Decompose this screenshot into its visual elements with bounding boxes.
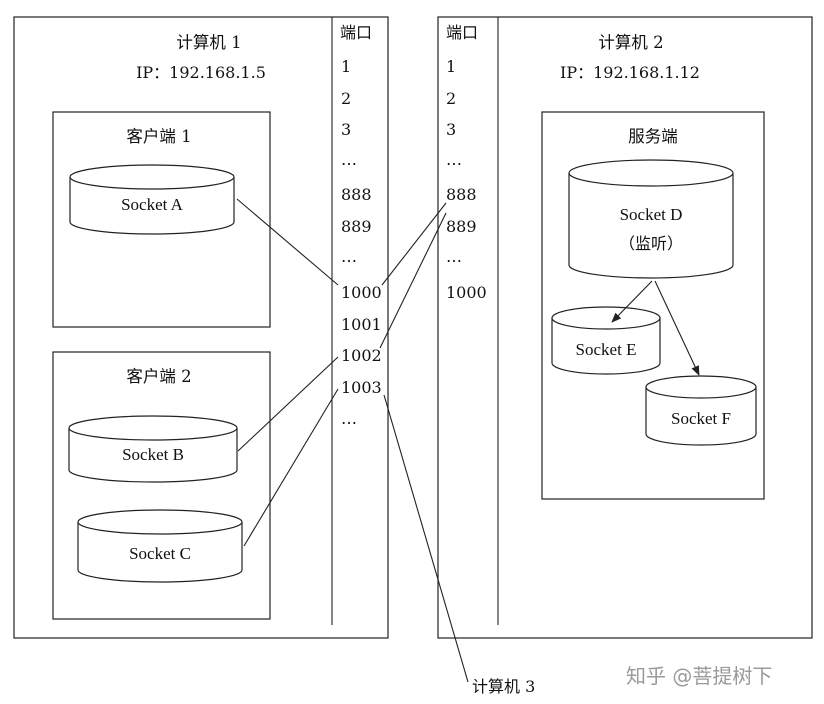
server-title: 服务端 xyxy=(628,127,678,146)
server-box: 服务端 Socket D （监听） Socket E Socket F xyxy=(541,111,765,500)
socket-d-note: （监听） xyxy=(619,234,683,253)
link-socket-b-to-port-1002 xyxy=(237,356,339,452)
computer-2-ports-header: 端口 xyxy=(446,23,478,42)
arrow-d-to-f xyxy=(654,280,700,376)
socket-a-label: Socket A xyxy=(121,195,184,214)
socket-c-top xyxy=(77,509,243,535)
socket-b-label: Socket B xyxy=(122,445,184,464)
client-1-box: 客户端 1 Socket A xyxy=(52,111,271,328)
computer-2-title: 计算机 2 xyxy=(598,33,663,52)
port-1: 1 xyxy=(341,57,351,76)
socket-f-body xyxy=(645,387,757,446)
computer-3-label: 计算机 3 xyxy=(472,677,535,696)
port-1002: 1002 xyxy=(341,346,382,365)
port-1000: 1000 xyxy=(446,283,487,302)
socket-f-label: Socket F xyxy=(671,409,731,428)
socket-c-label: Socket C xyxy=(129,544,191,563)
socket-c-body xyxy=(77,522,243,583)
computer-1-panel: 计算机 1 IP：192.168.1.5 端口 1 2 3 … 888 889 … xyxy=(13,16,389,639)
socket-f-top xyxy=(645,375,757,399)
socket-d-cylinder: Socket D （监听） xyxy=(568,159,734,279)
client-2-title: 客户端 2 xyxy=(126,367,191,386)
socket-a-cylinder: Socket A xyxy=(69,164,235,235)
port-1001: 1001 xyxy=(341,315,382,334)
socket-c-cylinder: Socket C xyxy=(77,509,243,583)
port-2: 2 xyxy=(446,89,456,108)
computer-2-port-list: 1 2 3 … 888 889 … 1000 xyxy=(446,57,487,302)
connection-lines xyxy=(236,198,469,683)
socket-d-label: Socket D xyxy=(620,205,683,224)
computer-1-box xyxy=(13,16,389,639)
port-ellipsis-3: … xyxy=(341,409,357,428)
socket-b-cylinder: Socket B xyxy=(68,415,238,483)
socket-b-body xyxy=(68,428,238,483)
computer-2-box xyxy=(437,16,813,639)
link-port-1003-to-computer-3 xyxy=(383,394,469,683)
arrow-d-to-e xyxy=(611,280,653,323)
port-3: 3 xyxy=(446,120,456,139)
socket-a-top xyxy=(69,164,235,190)
port-ellipsis-2: … xyxy=(341,247,357,266)
port-3: 3 xyxy=(341,120,351,139)
port-1: 1 xyxy=(446,57,456,76)
link-socket-c-to-port-1003 xyxy=(243,388,339,547)
port-889: 889 xyxy=(446,217,477,236)
link-port-1000-to-port-888 xyxy=(381,202,447,286)
client-2-box: 客户端 2 Socket B Socket C xyxy=(52,351,271,620)
client-2-frame xyxy=(52,351,271,620)
port-ellipsis-2: … xyxy=(446,247,462,266)
port-1000: 1000 xyxy=(341,283,382,302)
watermark: 知乎 @菩提树下 xyxy=(626,664,772,688)
computer-1-title: 计算机 1 xyxy=(176,33,241,52)
port-888: 888 xyxy=(446,185,477,204)
socket-f-cylinder: Socket F xyxy=(645,375,757,446)
computer-2-panel: 端口 计算机 2 IP：192.168.1.12 1 2 3 … 888 889… xyxy=(437,16,813,639)
socket-b-top xyxy=(68,415,238,441)
socket-d-body xyxy=(568,173,734,279)
link-socket-a-to-port-1000 xyxy=(236,198,339,286)
socket-e-top xyxy=(551,306,661,330)
client-1-frame xyxy=(52,111,271,328)
server-frame xyxy=(541,111,765,500)
computer-1-ip: IP：192.168.1.5 xyxy=(136,63,266,82)
computer-1-port-list: 1 2 3 … 888 889 … 1000 1001 1002 1003 … xyxy=(341,57,382,428)
port-1003: 1003 xyxy=(341,378,382,397)
port-889: 889 xyxy=(341,217,372,236)
port-ellipsis-1: … xyxy=(341,150,357,169)
port-888: 888 xyxy=(341,185,372,204)
computer-2-ip: IP：192.168.1.12 xyxy=(560,63,700,82)
socket-e-cylinder: Socket E xyxy=(551,306,661,375)
client-1-title: 客户端 1 xyxy=(126,127,191,146)
socket-e-label: Socket E xyxy=(576,340,637,359)
socket-e-body xyxy=(551,318,661,375)
port-2: 2 xyxy=(341,89,351,108)
link-port-1002-to-port-888 xyxy=(379,212,447,349)
socket-d-top xyxy=(568,159,734,187)
computer-1-ports-header: 端口 xyxy=(340,23,372,42)
socket-a-body xyxy=(69,177,235,235)
port-ellipsis-1: … xyxy=(446,150,462,169)
